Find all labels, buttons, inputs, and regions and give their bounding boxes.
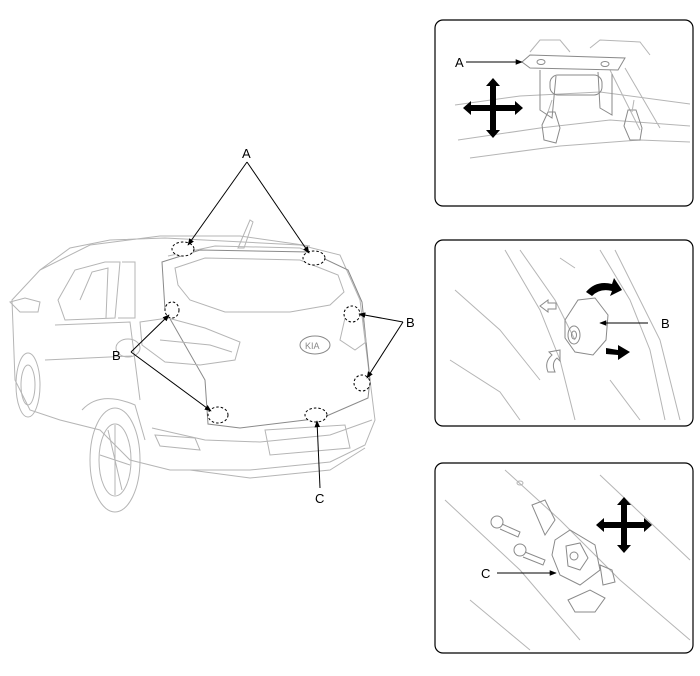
svg-text:KIA: KIA xyxy=(305,341,320,351)
bumper-sketch xyxy=(449,249,681,421)
point-a-right xyxy=(302,250,326,266)
label-b-right: B xyxy=(406,315,415,330)
striker-detail-panel: C xyxy=(434,462,694,654)
hinge-sketch xyxy=(454,39,691,159)
adjustment-points xyxy=(164,241,371,424)
point-c xyxy=(304,407,328,423)
point-a-left xyxy=(171,241,195,257)
point-b-upper-right xyxy=(343,305,361,323)
label-a: A xyxy=(242,146,251,161)
hinge-label: A xyxy=(455,55,464,70)
point-b-lower-left xyxy=(207,406,229,424)
vehicle-rear-illustration: KIA xyxy=(9,219,376,513)
point-b-lower-right xyxy=(353,374,371,392)
striker-sketch xyxy=(444,469,691,651)
label-c: C xyxy=(315,491,324,506)
callout-pointers xyxy=(130,161,404,489)
hinge-detail-panel: A xyxy=(434,19,694,207)
move-arrows-icon xyxy=(596,497,652,553)
striker-label: C xyxy=(481,566,490,581)
point-b-upper-left xyxy=(164,301,180,319)
bumper-detail-panel: B xyxy=(434,239,694,427)
bumper-label: B xyxy=(661,316,670,331)
rotate-arrows-icon xyxy=(539,278,630,373)
label-b-left: B xyxy=(112,348,121,363)
move-arrows-icon xyxy=(463,78,523,138)
